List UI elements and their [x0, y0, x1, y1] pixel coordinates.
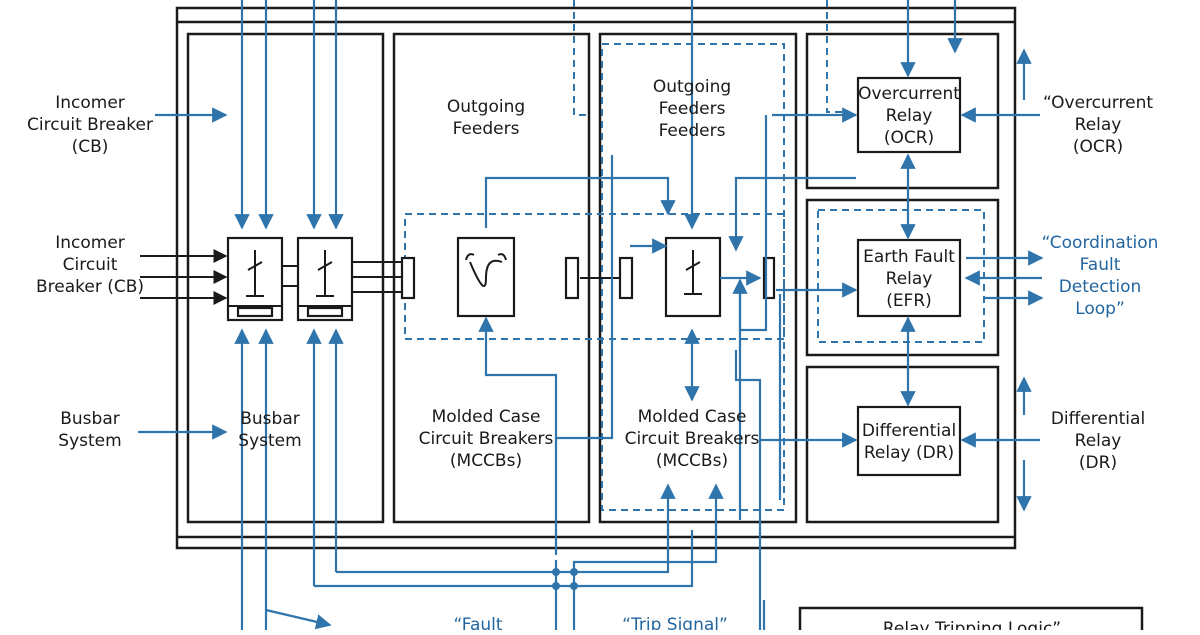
incoming-lines [140, 249, 620, 305]
busbar-left-line-1: Busbar [60, 409, 120, 429]
dr-relay-box [856, 405, 962, 477]
outgoing-right-line-1: Outgoing [653, 77, 731, 97]
dr-side-line-1: Differential [1051, 409, 1145, 429]
incomer-top-line-3: (CB) [72, 137, 109, 157]
outgoing-left-line-2: Feeders [453, 119, 520, 139]
incomer-breaker-1 [226, 236, 284, 322]
bus-bar-segments [400, 256, 776, 300]
incomer-breaker-2 [296, 236, 354, 322]
dr-side-line-3: (DR) [1079, 453, 1117, 473]
junction-dots [552, 568, 578, 590]
dr-box-line-2: Relay (DR) [864, 443, 954, 463]
efr-box-line-1: Earth Fault [863, 247, 955, 267]
incomer-top-line-2: Circuit Breaker [27, 115, 153, 135]
mccb-left-line-1: Molded Case [432, 407, 541, 427]
trip-signal-label: “Trip Signal” [622, 615, 728, 630]
efr-box-line-3: (EFR) [886, 291, 932, 311]
ocr-relay-box [856, 76, 962, 154]
ocr-side-line-2: Relay [1075, 115, 1122, 135]
incomer-mid-line-1: Incomer [55, 233, 125, 253]
efr-relay-box [856, 238, 962, 318]
busbar-inner-line-2: System [238, 431, 301, 451]
coordination-line-3: Detection [1059, 277, 1142, 297]
mccb-breaker-symbol [664, 236, 722, 318]
fault-label: “Fault [453, 615, 502, 630]
outgoing-right-line-3: Feeders [659, 121, 726, 141]
dr-box-line-1: Differential [862, 421, 956, 441]
ocr-box-line-1: Overcurrent [858, 84, 960, 104]
outgoing-right-line-2: Feeders [659, 99, 726, 119]
ocr-box-line-3: (OCR) [884, 128, 934, 148]
feeder-switch-symbol [456, 236, 516, 318]
busbar-inner-line-1: Busbar [240, 409, 300, 429]
mccb-right-line-3: (MCCBs) [656, 451, 728, 471]
ocr-box-line-2: Relay [886, 106, 933, 126]
mccb-left-line-2: Circuit Breakers [419, 429, 554, 449]
signal-wiring [138, 0, 1044, 630]
mccb-left-line-3: (MCCBs) [450, 451, 522, 471]
relay-tripping-logic-box [798, 606, 1144, 635]
relay-tripping-logic-label: Relay Tripping Logic” [883, 619, 1061, 630]
efr-box-line-2: Relay [886, 269, 933, 289]
mccb-right-line-2: Circuit Breakers [625, 429, 760, 449]
coordination-line-2: Fault [1080, 255, 1121, 275]
busbar-left-line-2: System [58, 431, 121, 451]
coordination-line-4: Loop” [1075, 299, 1125, 319]
incomer-mid-line-3: Breaker (CB) [36, 277, 144, 297]
coordination-line-1: “Coordination [1042, 233, 1159, 253]
incomer-top-line-1: Incomer [55, 93, 125, 113]
outgoing-left-line-1: Outgoing [447, 97, 525, 117]
ocr-side-line-1: “Overcurrent [1043, 93, 1153, 113]
incomer-mid-line-2: Circuit [63, 255, 118, 275]
dr-side-line-2: Relay [1075, 431, 1122, 451]
mccb-right-line-1: Molded Case [638, 407, 747, 427]
ocr-side-line-3: (OCR) [1073, 137, 1123, 157]
